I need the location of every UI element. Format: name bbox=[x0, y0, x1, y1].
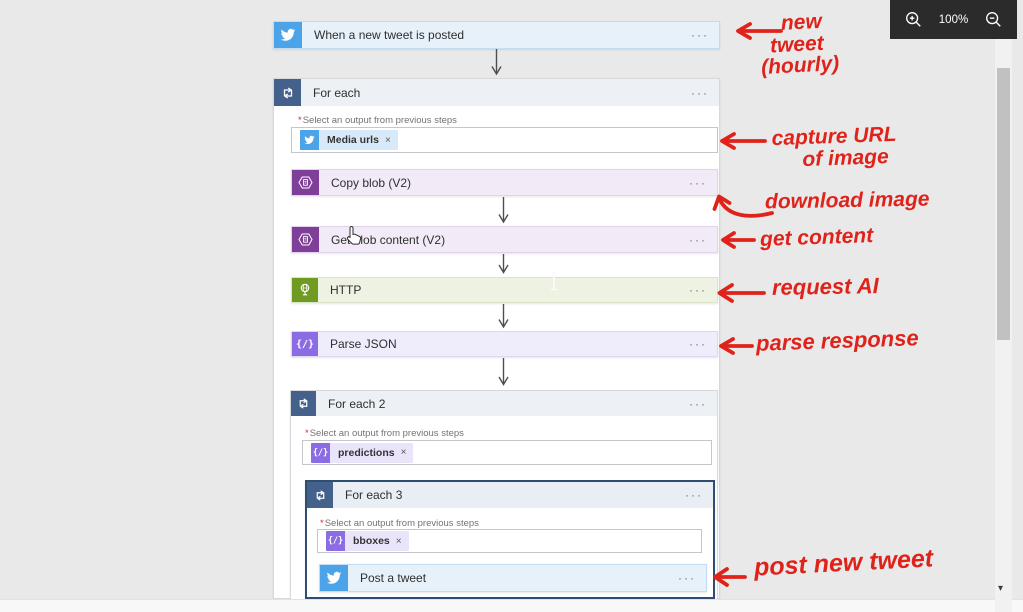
zoom-toolbar: 100% bbox=[890, 0, 1017, 39]
annotation-capture-url: capture URL of image bbox=[771, 122, 897, 171]
action-menu-button[interactable]: ··· bbox=[689, 283, 707, 297]
annotation-post-new-tweet: post new tweet bbox=[753, 544, 934, 582]
token-remove-button[interactable]: × bbox=[400, 447, 407, 458]
parse-json-icon: {/} bbox=[292, 332, 318, 356]
parse-json-icon: {/} bbox=[326, 531, 345, 551]
action-card-parse-json[interactable]: {/} Parse JSON ··· bbox=[291, 331, 718, 357]
annotation-arrows bbox=[712, 22, 783, 587]
zoom-out-button[interactable] bbox=[983, 9, 1005, 31]
vertical-scrollbar-thumb[interactable] bbox=[997, 68, 1010, 340]
scrollbar-down-arrow[interactable]: ▾ bbox=[998, 583, 1004, 594]
foreach-title: For each bbox=[313, 85, 361, 100]
action-title: HTTP bbox=[330, 283, 362, 297]
http-globe-icon bbox=[292, 278, 318, 302]
action-card-get-blob-content[interactable]: Get blob content (V2) ··· bbox=[291, 226, 718, 253]
action-menu-button[interactable]: ··· bbox=[678, 571, 696, 585]
foreach3-header[interactable]: For each 3 ··· bbox=[307, 482, 713, 508]
parse-json-icon: {/} bbox=[311, 442, 330, 463]
trigger-menu-button[interactable]: ··· bbox=[691, 28, 709, 42]
action-card-post-a-tweet[interactable]: Post a tweet ··· bbox=[319, 564, 707, 592]
action-title: Get blob content (V2) bbox=[331, 232, 446, 247]
annotation-download-image: download image bbox=[764, 187, 930, 214]
zoom-level-label: 100% bbox=[938, 13, 969, 26]
foreach3-output-input[interactable]: {/} bboxes × bbox=[317, 529, 702, 553]
action-menu-button[interactable]: ··· bbox=[689, 232, 707, 247]
select-output-label: *Select an output from previous steps bbox=[305, 428, 464, 439]
token-remove-button[interactable]: × bbox=[384, 134, 391, 146]
action-title: Copy blob (V2) bbox=[331, 175, 412, 190]
twitter-icon bbox=[300, 130, 319, 150]
token-chip-bboxes[interactable]: {/} bboxes × bbox=[326, 531, 409, 551]
vertical-scrollbar-track[interactable]: ▾ bbox=[995, 39, 1012, 612]
token-label: bboxes bbox=[353, 535, 390, 547]
foreach-loop-icon bbox=[307, 482, 333, 508]
action-menu-button[interactable]: ··· bbox=[689, 337, 707, 351]
token-label: predictions bbox=[338, 446, 395, 459]
foreach-output-input[interactable]: Media urls × bbox=[291, 127, 718, 153]
action-title: Parse JSON bbox=[330, 337, 397, 351]
token-remove-button[interactable]: × bbox=[395, 535, 402, 547]
foreach-menu-button[interactable]: ··· bbox=[691, 85, 709, 100]
annotation-get-content: get content bbox=[759, 224, 874, 251]
foreach2-menu-button[interactable]: ··· bbox=[689, 396, 707, 411]
azure-blob-icon bbox=[292, 170, 319, 195]
foreach2-output-input[interactable]: {/} predictions × bbox=[302, 440, 712, 465]
token-label: Media urls bbox=[327, 134, 379, 146]
annotation-new-tweet-hourly: new tweet (hourly) bbox=[760, 9, 840, 80]
select-output-label: *Select an output from previous steps bbox=[320, 518, 479, 529]
annotation-request-ai: request AI bbox=[771, 273, 879, 300]
foreach-scope[interactable]: For each ··· *Select an output from prev… bbox=[273, 78, 720, 600]
foreach2-header[interactable]: For each 2 ··· bbox=[291, 391, 717, 416]
token-chip-media-urls[interactable]: Media urls × bbox=[300, 130, 398, 150]
twitter-icon bbox=[320, 565, 348, 591]
action-menu-button[interactable]: ··· bbox=[689, 175, 707, 190]
twitter-icon bbox=[274, 22, 302, 48]
foreach3-menu-button[interactable]: ··· bbox=[685, 488, 703, 502]
foreach-header[interactable]: For each ··· bbox=[274, 79, 719, 106]
action-card-copy-blob[interactable]: Copy blob (V2) ··· bbox=[291, 169, 718, 196]
foreach3-title: For each 3 bbox=[345, 488, 403, 502]
azure-blob-icon bbox=[292, 227, 319, 252]
action-card-http[interactable]: HTTP ··· bbox=[291, 277, 718, 303]
foreach-loop-icon bbox=[274, 79, 301, 106]
canvas-bottom-strip bbox=[0, 599, 1023, 612]
trigger-card-when-new-tweet[interactable]: When a new tweet is posted ··· bbox=[273, 21, 720, 49]
foreach2-scope[interactable]: For each 2 ··· *Select an output from pr… bbox=[290, 390, 718, 600]
select-output-label: *Select an output from previous steps bbox=[298, 115, 457, 126]
foreach3-scope[interactable]: For each 3 ··· *Select an output from pr… bbox=[305, 480, 715, 599]
zoom-in-button[interactable] bbox=[902, 9, 924, 31]
annotation-parse-response: parse response bbox=[755, 325, 919, 356]
foreach-loop-icon bbox=[291, 391, 316, 416]
foreach2-title: For each 2 bbox=[328, 396, 386, 411]
token-chip-predictions[interactable]: {/} predictions × bbox=[311, 442, 414, 463]
action-title: Post a tweet bbox=[360, 571, 427, 585]
trigger-title: When a new tweet is posted bbox=[314, 28, 465, 42]
